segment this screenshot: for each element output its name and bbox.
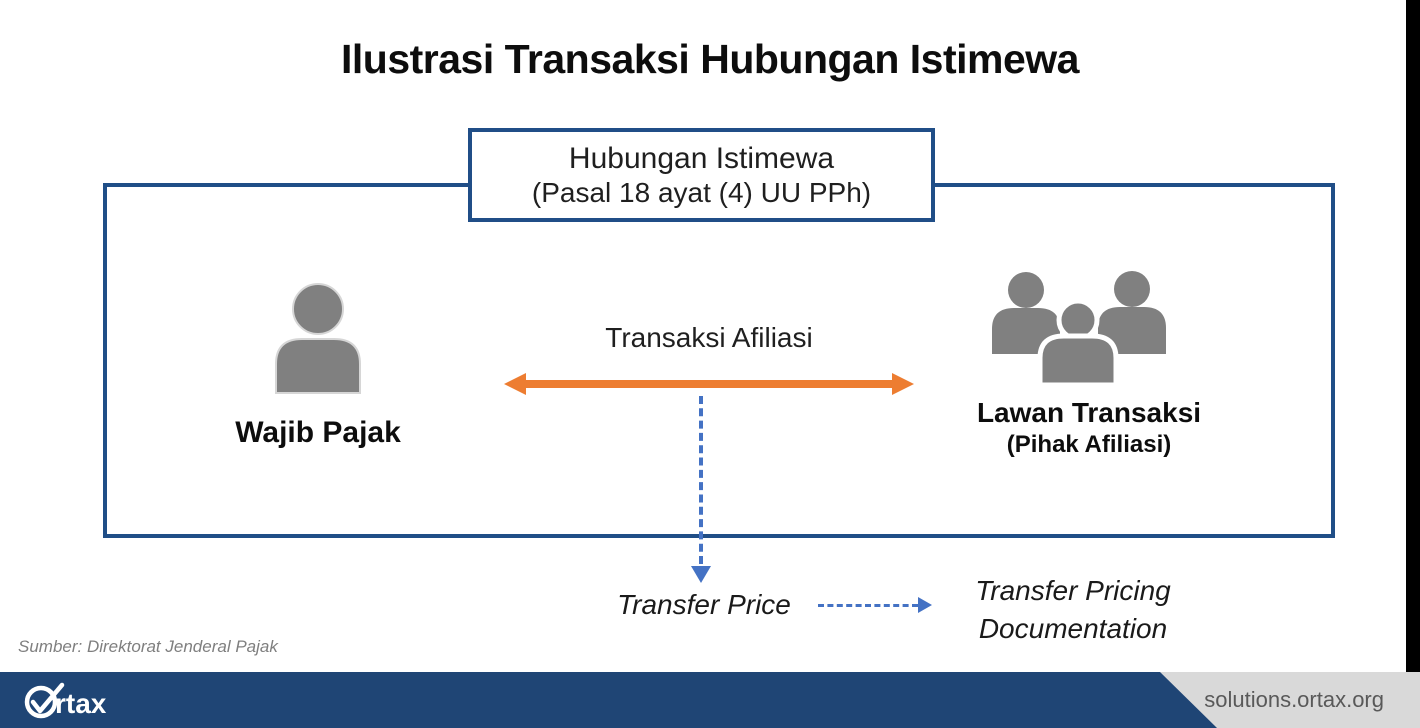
footer-wedge: solutions.ortax.org [1160,672,1420,728]
site-url: solutions.ortax.org [1204,687,1384,712]
ortax-logo-text: rtax [55,688,107,719]
people-group-icon [992,271,1166,386]
tp-documentation-label: Transfer Pricing Documentation [948,572,1198,648]
right-party-label: Lawan Transaksi [976,397,1202,428]
down-arrowhead-icon [691,566,711,583]
right-party-sublabel: (Pihak Afiliasi) [1006,431,1172,458]
relationship-box-title: Hubungan Istimewa [568,141,835,175]
horizontal-dashed-connector [818,604,918,607]
relationship-box: Hubungan Istimewa (Pasal 18 ayat (4) UU … [468,128,935,222]
tp-documentation-line2: Documentation [978,613,1168,644]
affiliate-transaction-label: Transaksi Afiliasi [605,322,813,353]
vertical-dashed-connector [699,396,703,564]
transfer-price-label: Transfer Price [617,589,791,620]
page-title: Ilustrasi Transaksi Hubungan Istimewa [341,36,1079,82]
source-note: Sumber: Direktorat Jenderal Pajak [18,637,278,656]
footer-bar: rtax solutions.ortax.org [0,672,1420,728]
ortax-logo: rtax [24,682,107,719]
person-icon [275,283,361,394]
double-arrow-icon [504,373,914,395]
left-party-label: Wajib Pajak [235,416,401,449]
tp-documentation-line1: Transfer Pricing [975,575,1171,606]
relationship-box-legal-ref: (Pasal 18 ayat (4) UU PPh) [531,176,872,208]
right-edge-black-bar [1406,0,1420,672]
right-arrowhead-icon [918,597,932,613]
check-mark-icon [30,682,65,714]
